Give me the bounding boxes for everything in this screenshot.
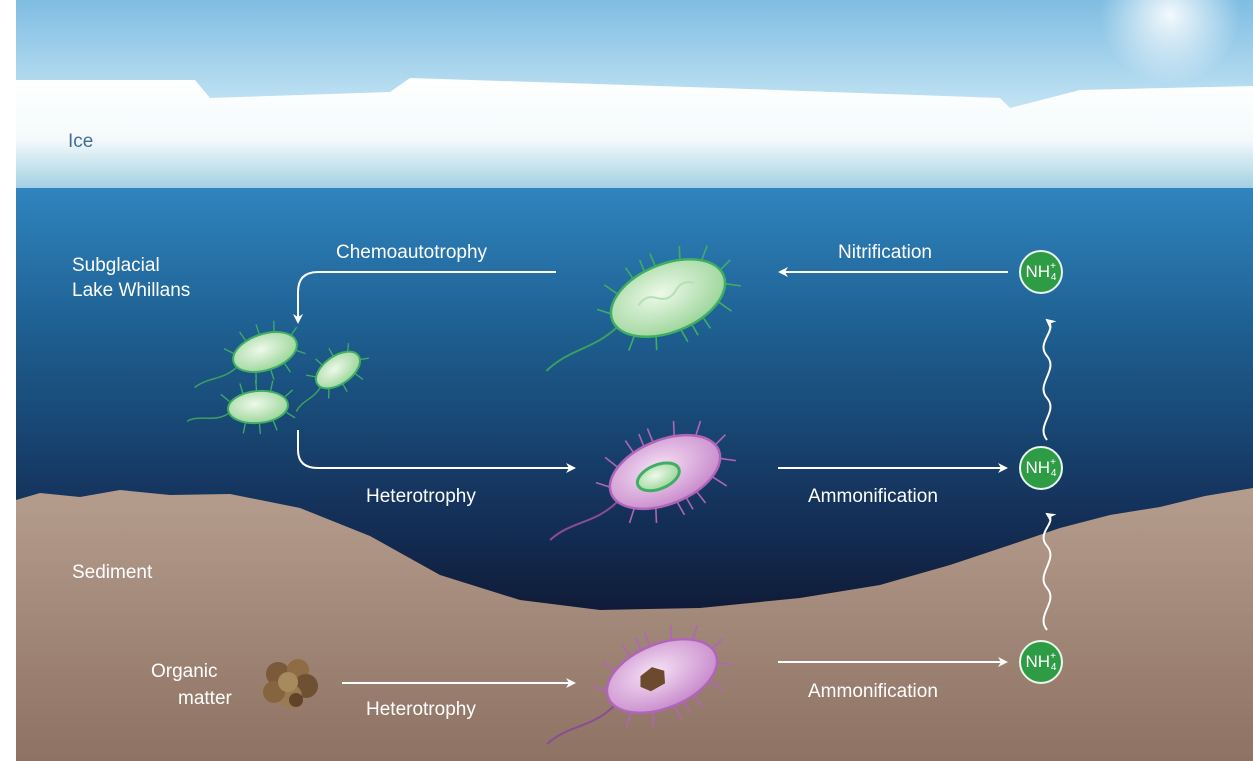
ammonium-count: 4 <box>1051 468 1057 479</box>
ammonium-formula: NH <box>1026 262 1051 282</box>
chemoautotrophy-label: Chemoautotrophy <box>336 241 487 265</box>
nitrification-label: Nitrification <box>838 241 932 265</box>
lake-label-line1: Subglacial <box>72 254 160 278</box>
ammonium-count: 4 <box>1051 272 1057 283</box>
ammonium-node-top: NH+4 <box>1019 250 1063 294</box>
organic-matter-label-line2: matter <box>178 687 232 711</box>
ammonium-count: 4 <box>1051 662 1057 673</box>
heterotrophy-water-label: Heterotrophy <box>366 485 476 509</box>
organic-matter-label-line1: Organic <box>151 660 218 684</box>
lake-label-line2: Lake Whillans <box>72 279 190 303</box>
ammonium-node-middle: NH+4 <box>1019 446 1063 490</box>
sediment-label: Sediment <box>72 561 152 585</box>
ammonium-charge: + <box>1050 651 1056 662</box>
ammonium-node-bottom: NH+4 <box>1019 640 1063 684</box>
ammonium-charge: + <box>1050 457 1056 468</box>
ammonium-charge: + <box>1050 261 1056 272</box>
ammonification-sediment-label: Ammonification <box>808 680 938 704</box>
ice-sheet <box>16 78 1253 190</box>
heterotrophy-sediment-label: Heterotrophy <box>366 698 476 722</box>
ammonium-formula: NH <box>1026 652 1051 672</box>
ice-label: Ice <box>68 130 93 154</box>
ammonium-formula: NH <box>1026 458 1051 478</box>
ammonification-water-label: Ammonification <box>808 485 938 509</box>
